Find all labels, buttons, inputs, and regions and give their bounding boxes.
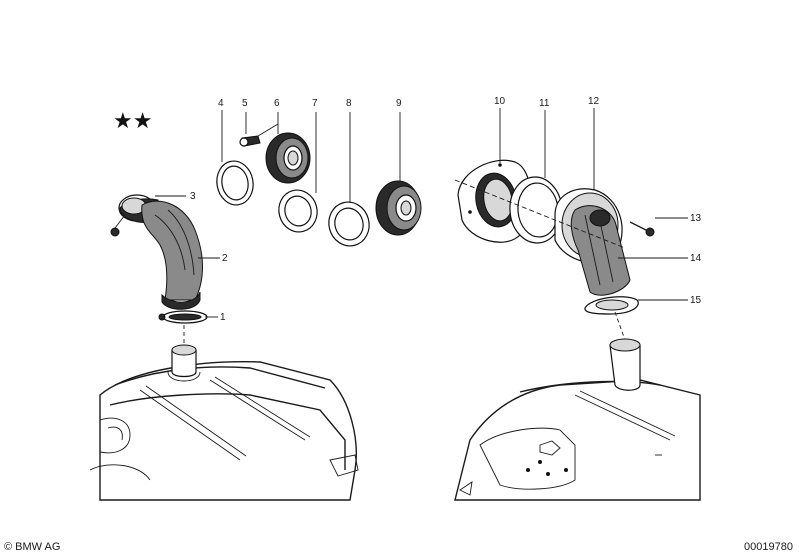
label-12: 12 <box>588 96 600 107</box>
leader-dashed-right <box>614 311 626 341</box>
part-4-seal-ring <box>216 160 254 206</box>
label-9: 9 <box>396 98 402 109</box>
image-number: 00019780 <box>744 541 793 553</box>
label-15: 15 <box>690 295 702 306</box>
label-3: 3 <box>190 191 196 202</box>
label-13: 13 <box>690 213 702 224</box>
part-13-screw <box>629 221 655 237</box>
label-6: 6 <box>274 98 280 109</box>
filler-hose-left <box>110 194 208 324</box>
callout-labels: 1 2 3 4 5 6 7 8 9 10 11 12 <box>155 96 702 323</box>
axis-dashed-right <box>454 179 626 249</box>
part-9-filler-cap <box>375 180 422 236</box>
part-11-gasket <box>509 176 563 244</box>
fuel-tank-left <box>89 344 359 501</box>
label-2: 2 <box>222 253 228 264</box>
part-12-14-filler-neck <box>554 188 631 296</box>
part-7-seal-ring <box>278 189 318 233</box>
label-7: 7 <box>312 98 318 109</box>
part-15-gasket <box>584 296 639 315</box>
label-10: 10 <box>494 96 506 107</box>
part-6-filler-cap <box>265 132 311 184</box>
label-14: 14 <box>690 253 702 264</box>
star-marking: ★★ <box>113 108 152 133</box>
part-8-seal-ring <box>328 201 370 247</box>
label-4: 4 <box>218 98 224 109</box>
label-8: 8 <box>346 98 352 109</box>
label-5: 5 <box>242 98 248 109</box>
copyright-text: © BMW AG <box>4 541 61 553</box>
fuel-tank-right <box>454 338 701 501</box>
part-5-key <box>239 135 261 147</box>
label-1: 1 <box>220 312 226 323</box>
label-11: 11 <box>539 98 550 109</box>
